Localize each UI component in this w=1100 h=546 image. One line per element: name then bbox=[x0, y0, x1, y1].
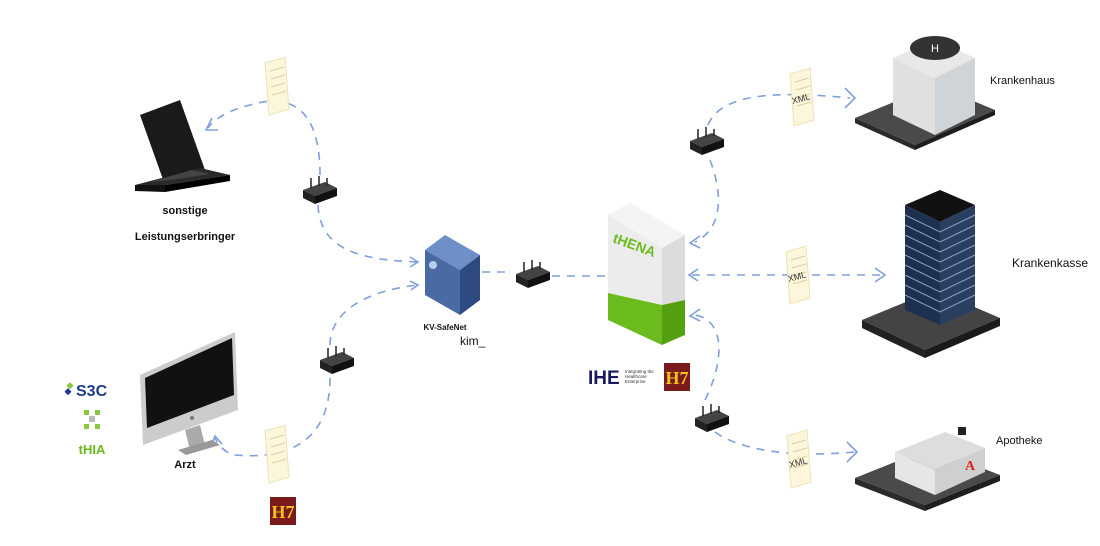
thena-box: tHENA bbox=[608, 203, 685, 345]
doctor-label: Arzt bbox=[174, 459, 196, 471]
server-icon bbox=[425, 235, 480, 315]
router-icon bbox=[689, 126, 725, 156]
ihe-logo: IHE Integrating the Healthcare Enterpris… bbox=[588, 368, 654, 389]
svg-text:XML: XML bbox=[788, 455, 808, 469]
hl7-logo: H7 bbox=[270, 497, 296, 525]
other-providers-label: sonstige bbox=[162, 205, 207, 217]
svg-text:IHE: IHE bbox=[588, 368, 620, 389]
router-icon bbox=[694, 403, 730, 433]
router-icon bbox=[319, 345, 355, 375]
ihe-tagline: Integrating the Healthcare Enterprise bbox=[625, 369, 654, 384]
xml-document-pharmacy: XML bbox=[786, 429, 812, 489]
svg-text:H: H bbox=[931, 43, 939, 55]
pharmacy-label: Apotheke bbox=[996, 435, 1042, 447]
laptop-icon bbox=[135, 100, 230, 192]
router-icon bbox=[302, 175, 338, 205]
svg-text:H7: H7 bbox=[271, 502, 294, 522]
svg-text:XML: XML bbox=[787, 269, 807, 283]
svg-text:XML: XML bbox=[791, 91, 811, 105]
svg-text:A: A bbox=[965, 459, 976, 474]
hospital-label: Krankenhaus bbox=[990, 75, 1055, 87]
monitor-icon bbox=[140, 332, 238, 455]
insurance-building-icon bbox=[862, 190, 1000, 358]
document-icon bbox=[264, 56, 290, 116]
s3c-logo: S3C bbox=[64, 382, 108, 400]
xml-document-insurance: XML bbox=[785, 245, 811, 305]
svg-text:S3C: S3C bbox=[76, 383, 108, 400]
xml-document-hospital: XML bbox=[789, 67, 815, 127]
kv-safenet-label: KV-SafeNet bbox=[423, 323, 466, 332]
router-icon bbox=[515, 259, 551, 289]
pharmacy-icon: A bbox=[855, 427, 1000, 511]
document-icon bbox=[264, 424, 290, 484]
svg-text:tHIA: tHIA bbox=[79, 442, 106, 457]
kim-label: kim_ bbox=[460, 334, 486, 348]
other-providers-label: Leistungserbringer bbox=[135, 231, 236, 243]
insurance-label: Krankenkasse bbox=[1012, 256, 1088, 270]
svg-text:H7: H7 bbox=[665, 368, 688, 388]
hospital-icon: H bbox=[855, 36, 995, 150]
hl7-logo: H7 bbox=[664, 363, 690, 391]
thia-logo: tHIA bbox=[79, 410, 106, 457]
